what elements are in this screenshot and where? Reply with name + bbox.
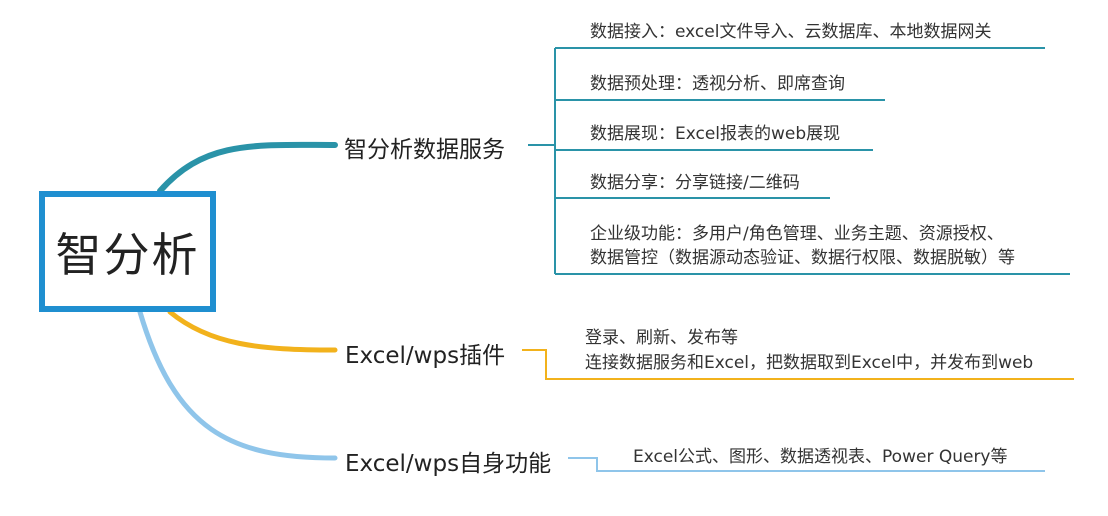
branch-excel-native: Excel/wps自身功能 <box>345 451 552 477</box>
leaf-data-share: 数据分享：分享链接/二维码 <box>590 173 800 193</box>
leaf-plugin-line-2: 连接数据服务和Excel，把数据取到Excel中，并发布到web <box>585 353 1034 373</box>
branch-data-service: 智分析数据服务 <box>344 137 505 163</box>
branch-1-bracket <box>528 47 1070 275</box>
connector-root-branch-2 <box>167 309 338 353</box>
connector-root-branch-1 <box>157 141 338 194</box>
branch-2-bracket <box>522 349 1074 380</box>
connector-root-branch-3 <box>137 309 338 461</box>
leaf-data-access: 数据接入：excel文件导入、云数据库、本地数据网关 <box>590 22 992 42</box>
leaf-data-display: 数据展现：Excel报表的web展现 <box>590 124 841 144</box>
branch-excel-plugin: Excel/wps插件 <box>345 343 506 369</box>
leaf-native-features: Excel公式、图形、数据透视表、Power Query等 <box>633 447 1008 467</box>
leaf-plugin-line-1: 登录、刷新、发布等 <box>585 328 738 348</box>
leaf-enterprise-line-1: 企业级功能：多用户/角色管理、业务主题、资源授权、 <box>590 224 1004 244</box>
leaf-enterprise-line-2: 数据管控（数据源动态验证、数据行权限、数据脱敏）等 <box>590 248 1015 268</box>
branch-3-bracket <box>568 457 1045 472</box>
leaf-data-preprocessing: 数据预处理：透视分析、即席查询 <box>590 74 845 94</box>
root-label: 智分析 <box>55 227 200 282</box>
root-node: 智分析 <box>39 191 216 312</box>
